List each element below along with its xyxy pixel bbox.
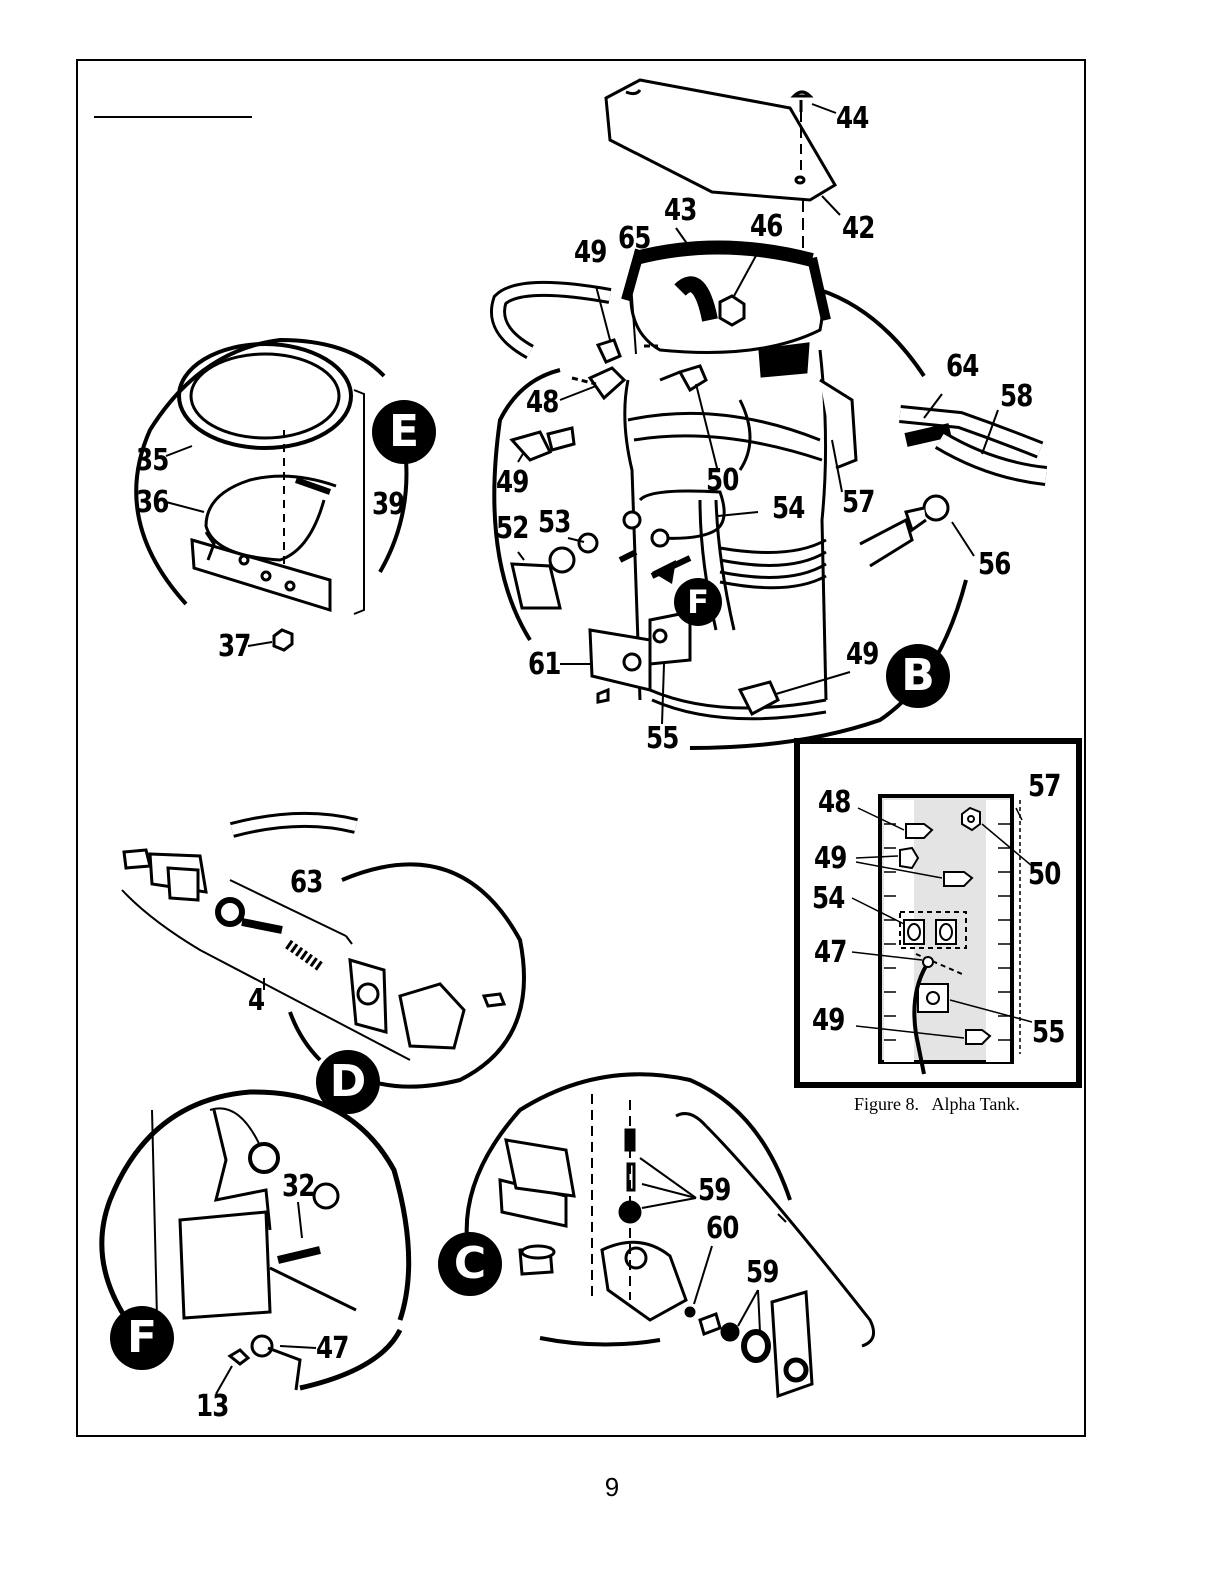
callout-47: 47 — [316, 1334, 349, 1364]
tank-cover-plate — [606, 80, 835, 200]
callout-42: 42 — [842, 214, 875, 244]
callout-13: 13 — [196, 1392, 229, 1422]
callout-46: 46 — [750, 212, 783, 242]
callout-37: 37 — [218, 632, 251, 662]
callout-53: 53 — [538, 508, 571, 538]
hose-left — [498, 289, 610, 352]
inset-callout-48: 48 — [818, 788, 851, 818]
callout-64: 64 — [946, 352, 979, 382]
detail-marker-b: B — [886, 644, 950, 708]
callout-50: 50 — [706, 466, 739, 496]
element-36 — [206, 476, 336, 560]
figure-caption: Figure 8. Alpha Tank. — [854, 1094, 1020, 1115]
inset-callout-55: 55 — [1032, 1018, 1065, 1048]
inset-callout-49-lower: 49 — [812, 1006, 845, 1036]
callout-52: 52 — [496, 514, 529, 544]
cover-screw — [794, 92, 810, 112]
detail-marker-e: E — [372, 400, 436, 464]
callout-49-top: 49 — [574, 238, 607, 268]
cover-52 — [512, 564, 560, 608]
callout-54: 54 — [772, 494, 805, 524]
callout-56: 56 — [978, 550, 1011, 580]
callout-4: 4 — [248, 986, 264, 1016]
sensor-fitting-50 — [660, 366, 706, 390]
callout-32: 32 — [282, 1172, 315, 1202]
inset-callout-57: 57 — [1028, 772, 1061, 802]
callout-49-left: 49 — [496, 468, 529, 498]
tank-inset-view: 48 57 49 50 54 47 49 55 — [794, 738, 1082, 1088]
solenoid-valve-assembly — [124, 820, 504, 1048]
callout-36: 36 — [136, 488, 169, 518]
callout-35: 35 — [136, 446, 169, 476]
callout-57: 57 — [842, 488, 875, 518]
callout-58: 58 — [1000, 382, 1033, 412]
page-number: 9 — [0, 1472, 1224, 1503]
callout-43: 43 — [664, 196, 697, 226]
tee-fitting-64 — [900, 414, 1040, 450]
callout-60: 60 — [706, 1214, 739, 1244]
callout-48: 48 — [526, 388, 559, 418]
nut-37 — [274, 630, 292, 650]
callout-63: 63 — [290, 868, 323, 898]
callout-59-upper: 59 — [698, 1176, 731, 1206]
detail-marker-f: F — [110, 1306, 174, 1370]
callout-65: 65 — [618, 224, 651, 254]
inset-callout-47: 47 — [814, 938, 847, 968]
detail-marker-d: D — [316, 1050, 380, 1114]
callout-44: 44 — [836, 104, 869, 134]
callout-49-lower: 49 — [846, 640, 879, 670]
detail-marker-c: C — [438, 1232, 502, 1296]
detail-pointer-f: F — [674, 578, 722, 626]
inset-callout-50: 50 — [1028, 860, 1061, 890]
callout-55: 55 — [646, 724, 679, 754]
gasket-35 — [179, 344, 351, 448]
mounting-bracket — [192, 532, 330, 610]
inset-callout-49-upper: 49 — [814, 844, 847, 874]
callout-61: 61 — [528, 650, 561, 680]
callout-59-lower: 59 — [746, 1258, 779, 1288]
callout-39: 39 — [372, 490, 405, 520]
inset-callout-54: 54 — [812, 884, 845, 914]
